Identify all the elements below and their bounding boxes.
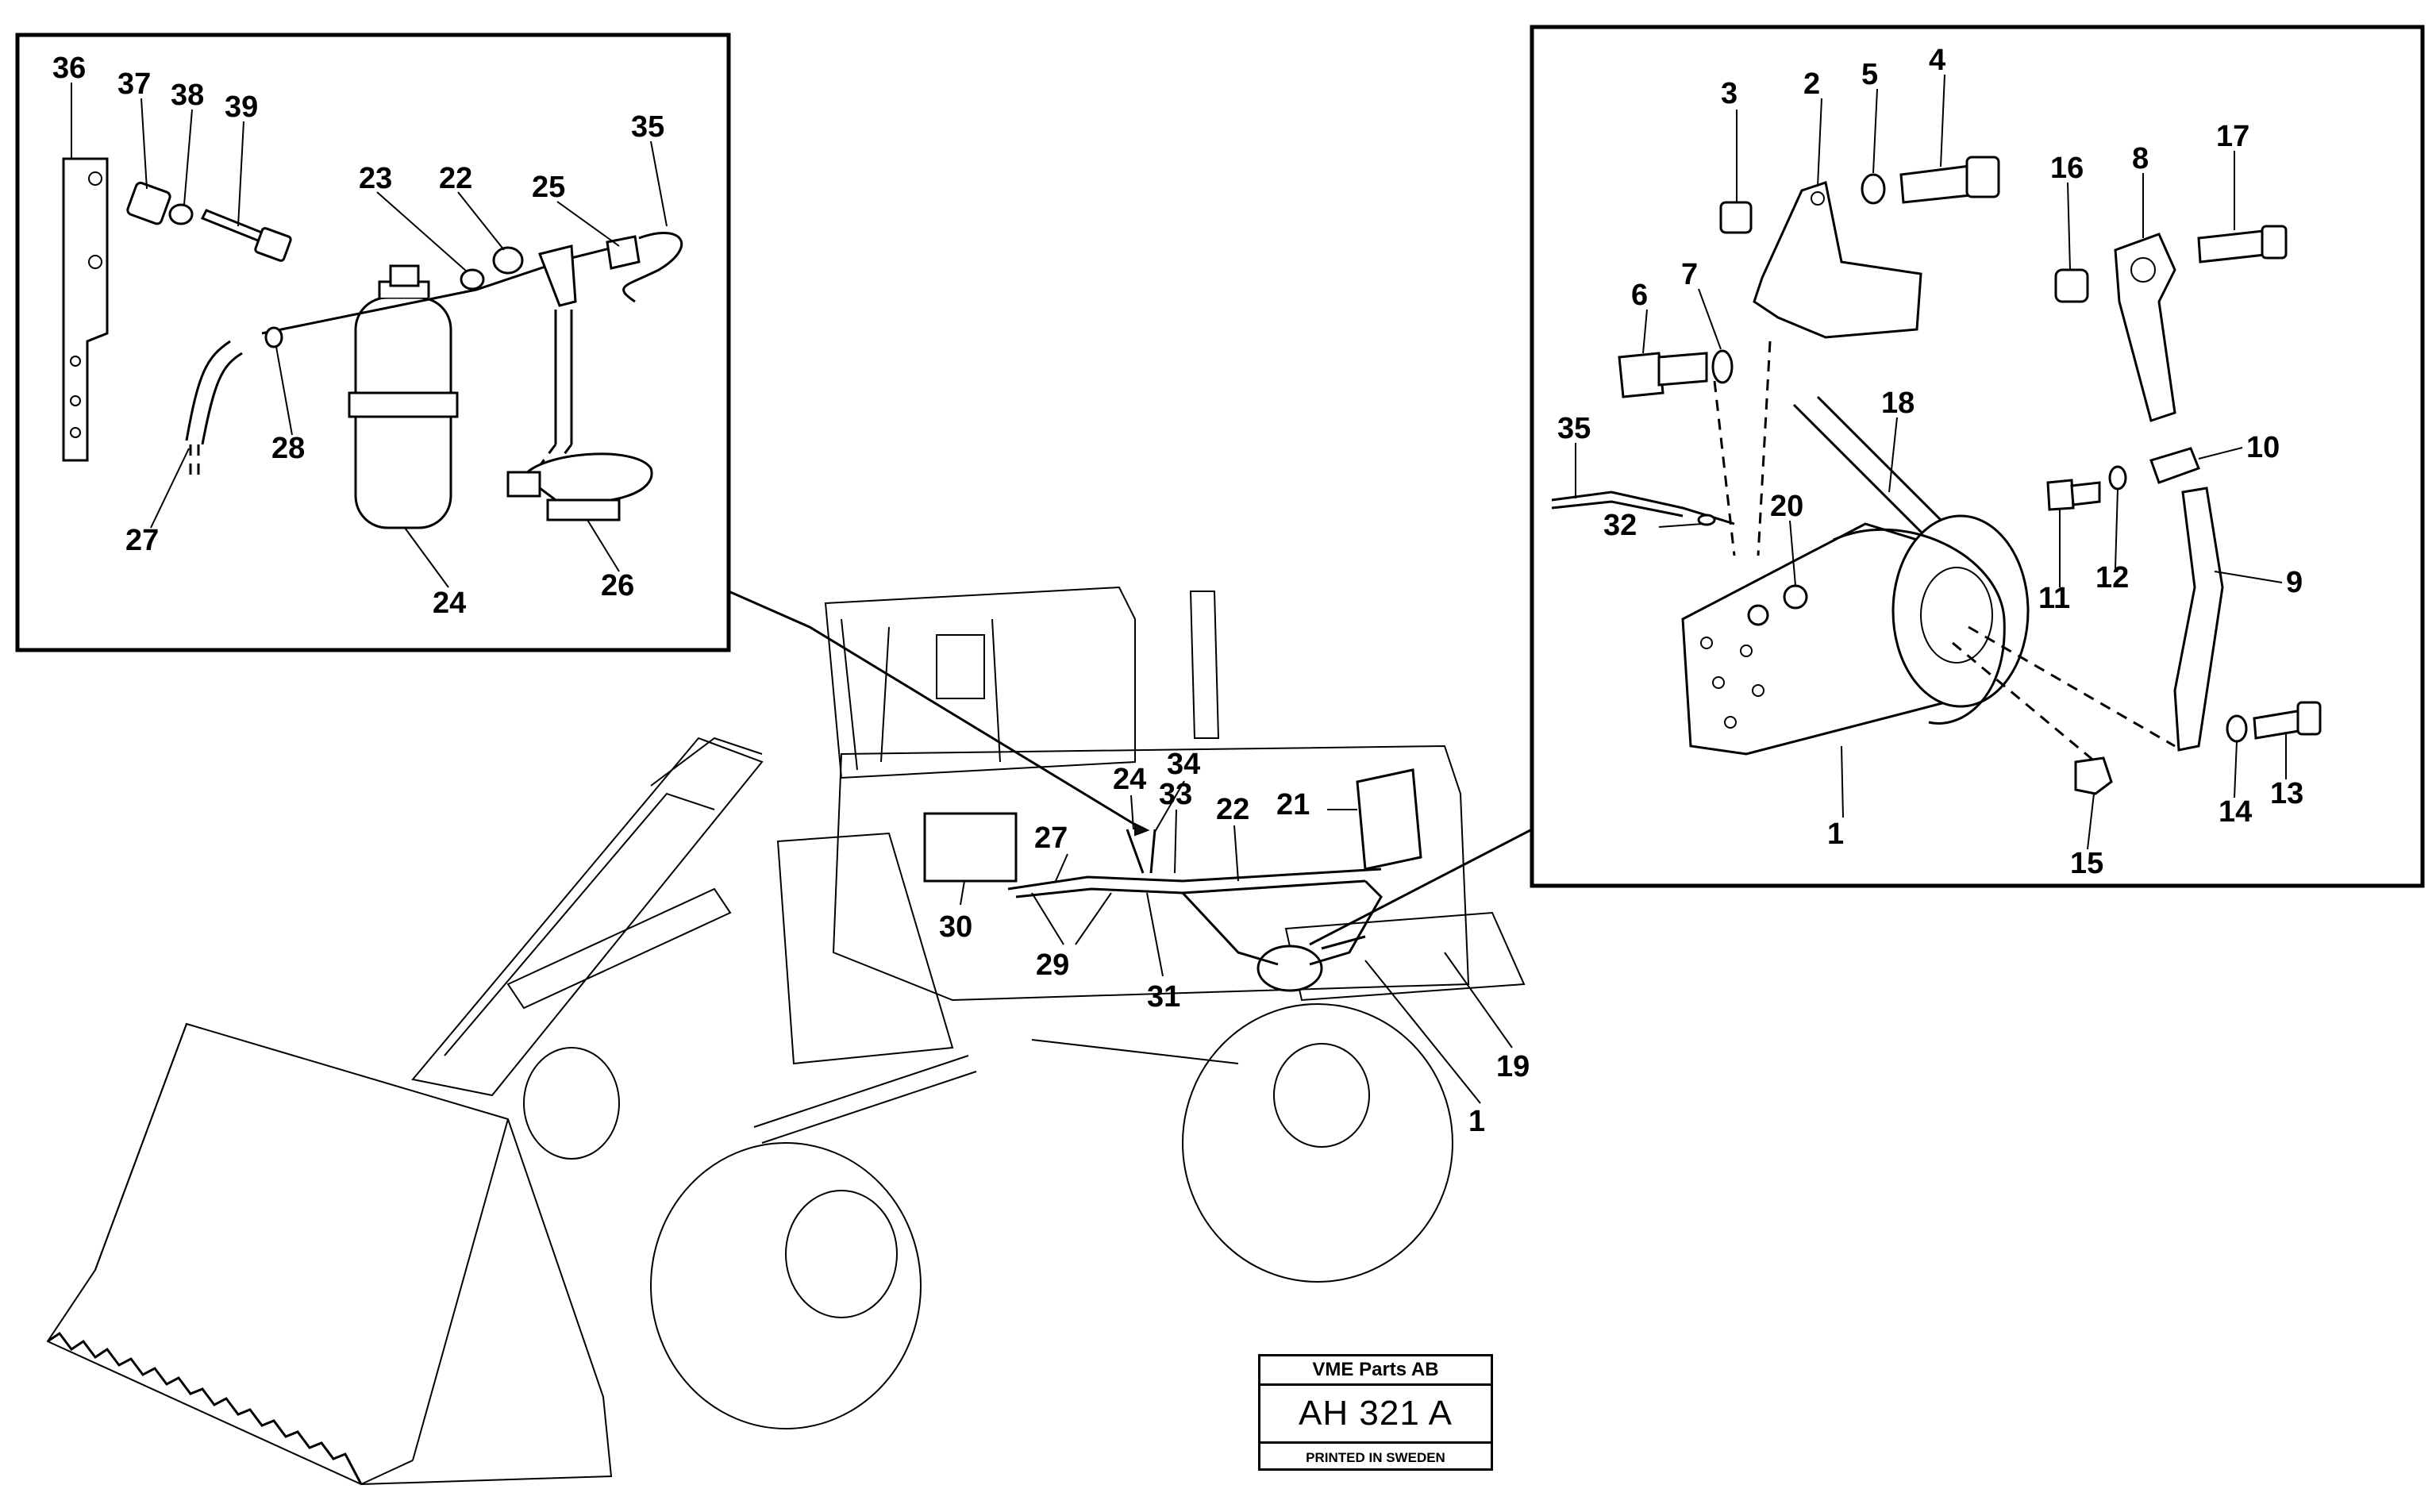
callout-1-main: 1 (1468, 1105, 1485, 1138)
wheel-loader-drawing (46, 586, 1526, 1486)
callout-36: 36 (52, 52, 86, 85)
callout-3: 3 (1721, 77, 1738, 110)
callout-23: 23 (359, 162, 392, 195)
callout-4: 4 (1929, 44, 1945, 77)
stamp-drawing-code: AH 321 A (1260, 1386, 1491, 1444)
callout-34: 34 (1167, 748, 1200, 781)
callout-24-left: 24 (433, 587, 466, 620)
callout-12: 12 (2095, 561, 2129, 594)
callout-25: 25 (532, 171, 565, 204)
callout-22: 22 (439, 162, 472, 195)
callout-38: 38 (171, 79, 204, 112)
stamp-printed-in: PRINTED IN SWEDEN (1306, 1450, 1445, 1465)
callout-6: 6 (1631, 279, 1648, 312)
callout-10: 10 (2246, 431, 2280, 464)
callout-35-left: 35 (631, 110, 664, 144)
callout-20: 20 (1770, 490, 1803, 523)
callout-32: 32 (1603, 509, 1637, 542)
callout-19: 19 (1496, 1050, 1530, 1083)
right-inset-compressor (1530, 25, 2425, 888)
callout-2: 2 (1803, 67, 1820, 101)
stamp-company: VME Parts AB (1260, 1356, 1491, 1386)
callout-29: 29 (1036, 948, 1069, 982)
callout-39: 39 (225, 90, 258, 124)
left-inset-receiver-drier (15, 33, 731, 652)
callout-30: 30 (939, 910, 972, 944)
callout-1-right: 1 (1827, 818, 1844, 851)
callout-22-main: 22 (1216, 793, 1249, 826)
callout-11: 11 (2038, 582, 2070, 615)
callout-14: 14 (2219, 795, 2252, 829)
callout-21: 21 (1276, 788, 1310, 821)
callout-35-right: 35 (1557, 412, 1591, 445)
callout-5: 5 (1861, 58, 1878, 91)
callout-16: 16 (2050, 152, 2084, 185)
callout-27-main: 27 (1034, 821, 1068, 855)
title-block-stamp: VME Parts AB AH 321 A PRINTED IN SWEDEN (1258, 1354, 1493, 1471)
callout-28: 28 (271, 432, 305, 465)
callout-9: 9 (2286, 566, 2303, 599)
callout-7: 7 (1681, 258, 1698, 291)
callout-26: 26 (601, 569, 634, 602)
callout-37: 37 (117, 67, 151, 101)
callout-17: 17 (2216, 120, 2249, 153)
callout-18: 18 (1881, 387, 1915, 420)
callout-8: 8 (2132, 142, 2149, 175)
callout-15: 15 (2070, 847, 2103, 880)
callout-31: 31 (1147, 980, 1180, 1014)
callout-24-main: 24 (1113, 763, 1146, 796)
callout-13: 13 (2270, 777, 2303, 810)
callout-27-left: 27 (125, 524, 159, 557)
